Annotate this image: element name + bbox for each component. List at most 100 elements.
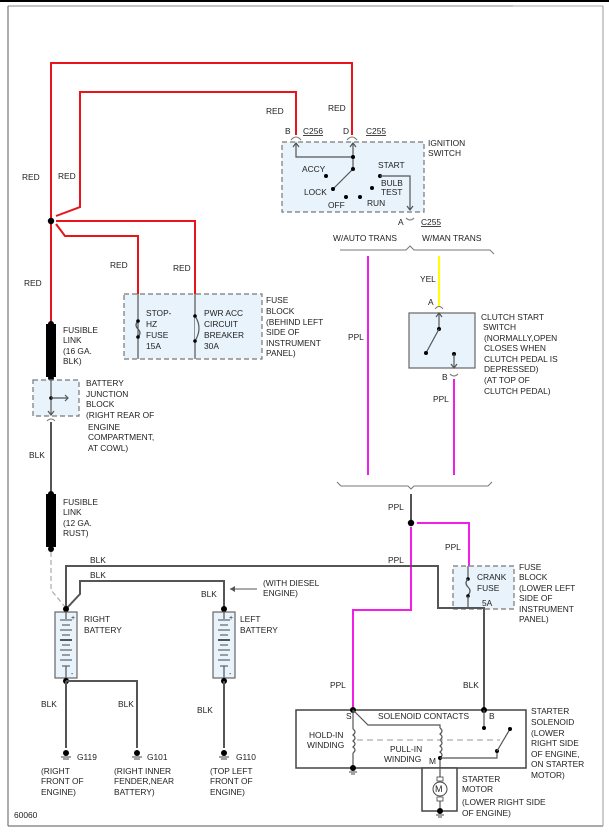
svg-text:+: + <box>71 615 75 622</box>
clutch-switch-box <box>408 312 476 369</box>
wire-label-ppl-auto: PPL <box>348 332 364 342</box>
wire-label-blk-6: BLK <box>118 699 134 709</box>
svg-text:G101: G101 <box>147 752 168 762</box>
position-test: TEST <box>381 187 402 197</box>
starter-solenoid-desc: STARTER SOLENOID (LOWER RIGHT SIDE OF EN… <box>531 706 584 780</box>
svg-text:BLK): BLK) <box>63 356 82 366</box>
svg-text:(LOWER RIGHT SIDE: (LOWER RIGHT SIDE <box>462 797 546 807</box>
ppl-wire-to-solenoid <box>352 527 412 712</box>
clutch-pin-a: A <box>428 297 434 307</box>
svg-text:30A: 30A <box>204 341 219 351</box>
svg-text:(TOP LEFT: (TOP LEFT <box>210 766 253 776</box>
svg-text:(AT TOP OF: (AT TOP OF <box>484 375 530 385</box>
svg-text:CLUTCH PEDAL IS: CLUTCH PEDAL IS <box>484 354 558 364</box>
svg-text:BREAKER: BREAKER <box>204 330 244 340</box>
ignition-switch: B C256 D C255 ACCY LOCK OFF RUN START BU… <box>281 126 465 227</box>
svg-text:CLUTCH PEDAL): CLUTCH PEDAL) <box>484 386 551 396</box>
svg-text:(LOWER: (LOWER <box>531 728 565 738</box>
dashed-wire-to-battery <box>50 552 67 609</box>
wire-label-blk-5: BLK <box>41 699 57 709</box>
motor-symbol <box>432 781 448 797</box>
stop-hz-fuse-label: STOP- <box>146 308 172 318</box>
wire-label-blk-7: BLK <box>197 705 213 715</box>
pin-b: B <box>285 126 291 136</box>
ground-g119: G119 (RIGHT FRONT OF ENGINE) <box>41 750 97 797</box>
wire-label-red-1: RED <box>22 172 40 182</box>
wire-label-red-b: RED <box>266 106 284 116</box>
svg-text:INSTRUMENT: INSTRUMENT <box>519 604 574 614</box>
svg-text:OF ENGINE,: OF ENGINE, <box>531 749 579 759</box>
solenoid-pin-m: M <box>429 756 436 766</box>
svg-text:HOLD-IN: HOLD-IN <box>309 730 343 740</box>
wire-label-red-2: RED <box>58 171 76 181</box>
svg-text:LINK: LINK <box>63 507 82 517</box>
fusible-link-12ga <box>46 494 56 547</box>
svg-text:-: - <box>229 671 232 678</box>
svg-text:ENGINE): ENGINE) <box>263 588 298 598</box>
crank-fuse-name: CRANK <box>477 572 507 582</box>
wire-label-blk-b: BLK <box>463 680 479 690</box>
svg-text:BATTERY: BATTERY <box>240 625 278 635</box>
svg-text:FUSE: FUSE <box>519 562 542 572</box>
svg-text:FUSIBLE: FUSIBLE <box>63 325 98 335</box>
wire-label-red-d: RED <box>328 103 346 113</box>
svg-text:(NORMALLY,OPEN: (NORMALLY,OPEN <box>484 333 557 343</box>
pwr-acc-breaker-label: PWR ACC <box>204 308 243 318</box>
svg-text:ENGINE: ENGINE <box>88 422 121 432</box>
position-bulb: BULB <box>381 178 403 188</box>
svg-text:JUNCTION: JUNCTION <box>86 389 128 399</box>
svg-text:(RIGHT: (RIGHT <box>41 766 70 776</box>
clutch-pin-b: B <box>442 372 448 382</box>
svg-text:HZ: HZ <box>146 319 157 329</box>
solenoid-contact-arm <box>496 728 511 752</box>
wire-label-red-5: RED <box>24 278 42 288</box>
switch-arm <box>332 168 354 190</box>
wire-label-ppl-common: PPL <box>388 502 404 512</box>
svg-text:15A: 15A <box>146 341 161 351</box>
splice-ppl <box>407 519 415 527</box>
svg-text:BLOCK: BLOCK <box>519 572 548 582</box>
svg-text:CLUTCH START: CLUTCH START <box>481 312 544 322</box>
battery-junction-desc: BATTERY JUNCTION BLOCK (RIGHT REAR OF EN… <box>86 378 154 453</box>
svg-text:(12 GA.: (12 GA. <box>63 518 92 528</box>
fuse-symbol <box>465 578 471 596</box>
wire-label-ppl-s: PPL <box>330 680 346 690</box>
fusible-link-1-desc: FUSIBLE LINK (16 GA. BLK) <box>63 325 98 366</box>
svg-text:BATTERY: BATTERY <box>86 378 124 388</box>
left-battery-label: LEFT <box>240 614 260 624</box>
wire-label-yel: YEL <box>420 274 436 284</box>
svg-text:MOTOR: MOTOR <box>462 784 493 794</box>
svg-text:FRONT OF: FRONT OF <box>210 776 253 786</box>
splice-red <box>47 217 55 225</box>
ground-g101: G101 (RIGHT INNER FENDER,NEAR BATTERY) <box>114 750 174 797</box>
crank-fuse-block: CRANK FUSE 5A <box>452 565 515 610</box>
svg-text:RUST): RUST) <box>63 528 89 538</box>
red-wire-to-stop-hz <box>55 223 139 295</box>
svg-text:SIDE OF: SIDE OF <box>266 327 300 337</box>
starter-solenoid: S B SOLENOID CONTACTS HOLD-IN WINDING PU… <box>295 707 527 775</box>
red-wire-to-d <box>50 62 353 218</box>
red-wires <box>50 62 353 325</box>
svg-text:LINK: LINK <box>63 335 82 345</box>
position-accy: ACCY <box>302 164 326 174</box>
ignition-switch-label-1: IGNITION <box>428 138 465 148</box>
position-off: OFF <box>328 200 345 210</box>
wire-label-red-3: RED <box>110 260 128 270</box>
svg-text:SWITCH: SWITCH <box>483 322 516 332</box>
svg-text:SIDE OF: SIDE OF <box>519 593 553 603</box>
solenoid-pin-s: S <box>346 711 352 721</box>
svg-text:COMPARTMENT,: COMPARTMENT, <box>88 432 154 442</box>
svg-text:BLOCK: BLOCK <box>266 306 295 316</box>
ppl-wire-to-crank-fuse <box>417 522 470 566</box>
svg-text:CLOSES WHEN: CLOSES WHEN <box>484 343 546 353</box>
svg-text:FRONT OF: FRONT OF <box>41 776 84 786</box>
connector-c256: C256 <box>303 126 323 136</box>
svg-text:CIRCUIT: CIRCUIT <box>204 319 238 329</box>
left-battery: + - <box>212 606 236 684</box>
svg-text:MOTOR): MOTOR) <box>531 770 565 780</box>
svg-text:(BEHIND LEFT: (BEHIND LEFT <box>266 317 323 327</box>
svg-text:M: M <box>435 784 443 794</box>
svg-text:AT COWL): AT COWL) <box>88 443 128 453</box>
svg-text:G119: G119 <box>77 752 97 762</box>
